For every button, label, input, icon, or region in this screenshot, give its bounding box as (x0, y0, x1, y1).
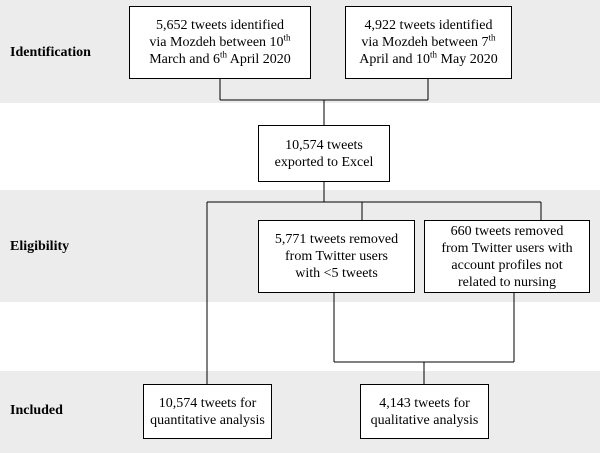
stage-identification: Identification (10, 45, 91, 60)
stage-eligibility: Eligibility (10, 239, 70, 254)
box-line: via Mozdeh between 7th (361, 32, 496, 50)
box-line: 10,574 tweets (285, 137, 363, 153)
box-removed-few-tweets: 5,771 tweets removed from Twitter users … (258, 220, 415, 293)
box-line: 5,652 tweets identified (156, 18, 284, 33)
box-line: quantitative analysis (150, 412, 265, 428)
box-line: via Mozdeh between 10th (149, 32, 291, 50)
box-identified-first-period: 5,652 tweets identified via Mozdeh betwe… (129, 6, 311, 79)
box-line: with <5 tweets (295, 266, 378, 281)
stage-included: Included (10, 403, 63, 418)
box-line: from Twitter users (285, 249, 388, 264)
box-line: March and 6th April 2020 (149, 49, 291, 67)
box-line: exported to Excel (274, 154, 374, 170)
box-quantitative-analysis: 10,574 tweets for quantitative analysis (143, 384, 272, 439)
box-exported: 10,574 tweets exported to Excel (258, 125, 390, 182)
box-line: account profiles not (451, 257, 563, 273)
box-line: qualitative analysis (370, 412, 479, 428)
box-qualitative-analysis: 4,143 tweets for qualitative analysis (360, 384, 489, 439)
box-line: 4,922 tweets identified (364, 18, 493, 33)
box-removed-profiles: 660 tweets removed from Twitter users wi… (424, 220, 590, 293)
box-line: April and 10th May 2020 (359, 49, 498, 67)
box-line: from Twitter users with (441, 240, 573, 256)
box-identified-second-period: 4,922 tweets identified via Mozdeh betwe… (345, 6, 512, 79)
included-band (0, 371, 600, 453)
box-line: 10,574 tweets for (158, 395, 257, 411)
box-line: 5,771 tweets removed (274, 232, 399, 247)
box-line: related to nursing (458, 274, 556, 290)
box-line: 660 tweets removed (450, 223, 564, 239)
box-line: 4,143 tweets for (379, 395, 470, 411)
